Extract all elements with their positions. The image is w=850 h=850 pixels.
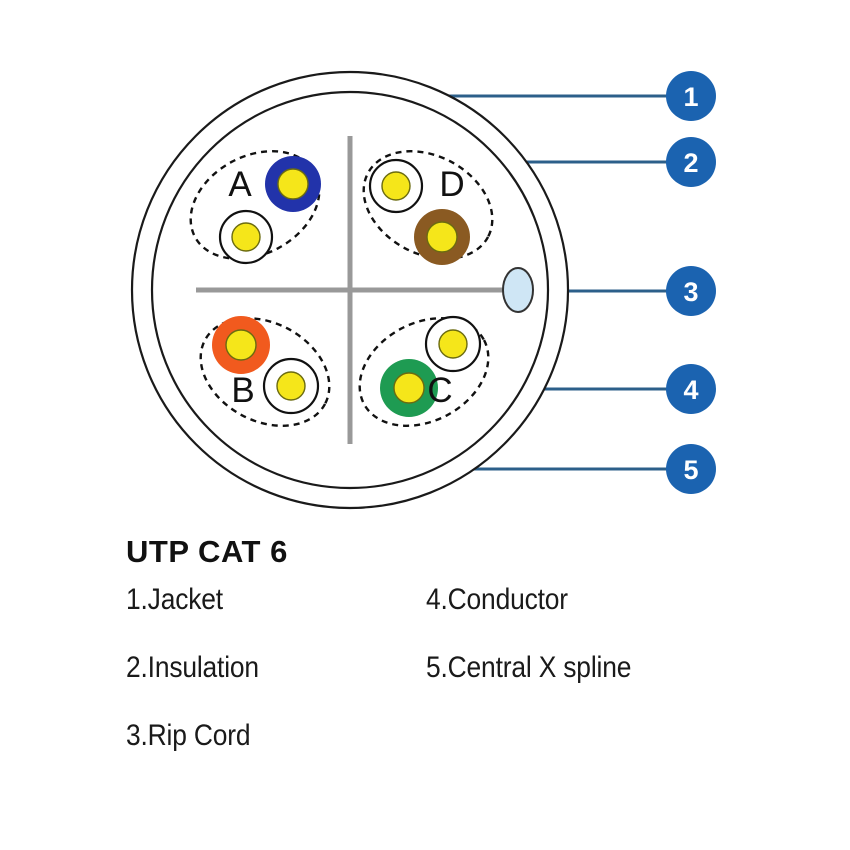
rip-cord-ellipse	[502, 267, 534, 313]
pair-d-white-conductor-core	[381, 171, 411, 201]
badge-2-number: 2	[683, 148, 698, 178]
pair-a-blue-conductor-core	[277, 168, 309, 200]
twisted-pair-c: C	[358, 315, 490, 427]
badge-2-circle[interactable]	[666, 137, 716, 187]
callout-badge-5[interactable]: 5	[666, 444, 716, 494]
central-x-spline	[196, 136, 504, 444]
twisted-pair-a: A	[189, 150, 321, 265]
badge-3-circle[interactable]	[666, 266, 716, 316]
legend-grid: 1.Jacket 4.Conductor 2.Insulation 5.Cent…	[126, 585, 826, 789]
cable-cross-section-diagram: A D B C	[130, 70, 716, 510]
callout-badges: 1 2 3 4 5	[666, 71, 716, 494]
badge-1-circle[interactable]	[666, 71, 716, 121]
pair-a-letter: A	[228, 165, 252, 204]
twisted-pair-d: D	[362, 150, 494, 265]
pair-b-orange-conductor-core	[225, 329, 257, 361]
page-title: UTP CAT 6	[126, 534, 288, 569]
legend-item-3: 3.Rip Cord	[126, 719, 251, 753]
pair-c-white-conductor-core	[438, 329, 468, 359]
pair-c-wrap	[358, 317, 490, 427]
cable-diagram-svg: A D B C	[130, 70, 716, 510]
legend-item-1: 1.Jacket	[126, 583, 223, 617]
pair-d-wrap	[362, 150, 494, 260]
legend-item-4: 4.Conductor	[426, 583, 568, 617]
legend-item-5: 5.Central X spline	[426, 651, 632, 685]
legend-item-2: 2.Insulation	[126, 651, 259, 685]
badge-5-circle[interactable]	[666, 444, 716, 494]
callout-badge-1[interactable]: 1	[666, 71, 716, 121]
pair-c-letter: C	[427, 371, 452, 410]
rip-cord	[502, 267, 534, 313]
badge-1-number: 1	[683, 82, 698, 112]
pair-b-letter: B	[231, 371, 254, 410]
badge-4-number: 4	[683, 375, 698, 405]
badge-5-number: 5	[683, 455, 698, 485]
pair-c-green-conductor-core	[393, 372, 425, 404]
badge-4-circle[interactable]	[666, 364, 716, 414]
callout-badge-2[interactable]: 2	[666, 137, 716, 187]
pair-b-wrap	[199, 317, 331, 427]
pair-a-white-conductor-core	[231, 222, 261, 252]
badge-3-number: 3	[683, 277, 698, 307]
legend: UTP CAT 6 1.Jacket 4.Conductor 2.Insulat…	[126, 534, 826, 789]
pair-d-letter: D	[439, 165, 464, 204]
callout-badge-4[interactable]: 4	[666, 364, 716, 414]
pair-b-white-conductor-core	[276, 371, 306, 401]
callout-badge-3[interactable]: 3	[666, 266, 716, 316]
pair-d-brown-conductor-core	[426, 221, 458, 253]
twisted-pair-b: B	[199, 316, 331, 427]
